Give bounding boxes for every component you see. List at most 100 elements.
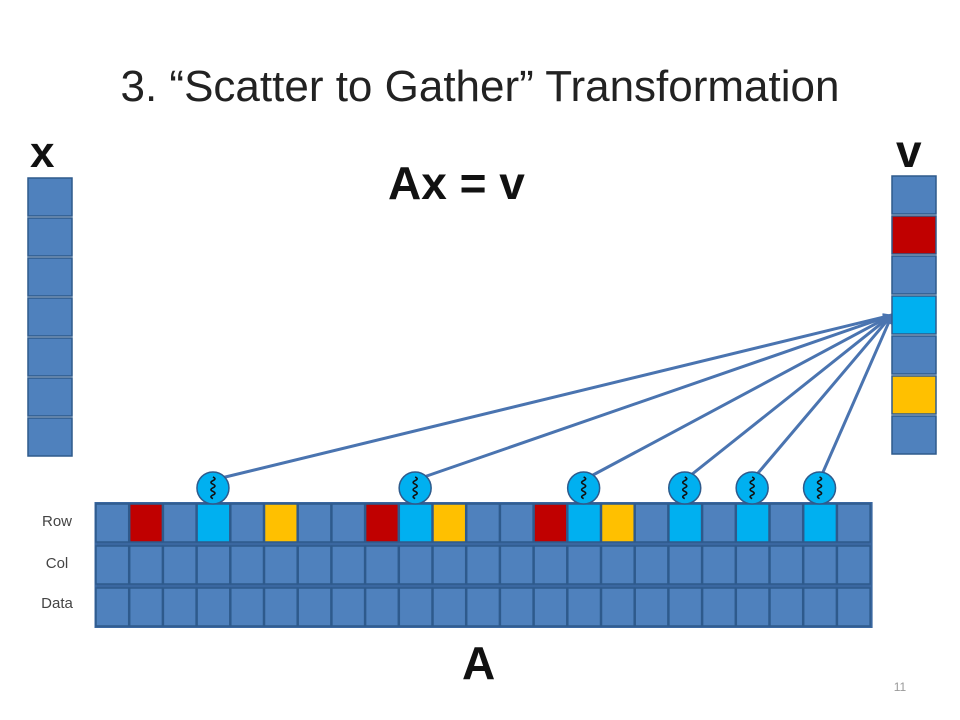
col-cell <box>735 545 770 585</box>
row-cell <box>735 503 770 543</box>
data-cell <box>567 587 602 627</box>
row-cell <box>398 503 433 543</box>
row-cell <box>331 503 366 543</box>
data-label: Data <box>41 595 73 612</box>
col-cell <box>634 545 669 585</box>
x-vector <box>27 177 73 457</box>
row-cell <box>128 503 164 543</box>
col-cell <box>162 545 197 585</box>
col-cell <box>701 545 737 585</box>
slide-title: 3. “Scatter to Gather” Transformation <box>120 62 840 111</box>
v-vector <box>891 175 937 455</box>
thread-icon <box>196 471 230 505</box>
col-cell <box>364 545 400 585</box>
col-cell <box>836 545 871 585</box>
x-vector-label: x <box>30 128 55 177</box>
data-cell <box>162 587 197 627</box>
col-cell <box>230 545 265 585</box>
row-cell <box>668 503 703 543</box>
gather-arrow <box>582 313 893 482</box>
col-cell <box>802 545 838 585</box>
data-cell <box>128 587 164 627</box>
col-cell <box>297 545 332 585</box>
row-label: Row <box>41 513 72 530</box>
thread-icon <box>668 471 702 505</box>
col-cell <box>533 545 568 585</box>
col-cell <box>331 545 366 585</box>
data-cell <box>668 587 703 627</box>
col-cell <box>263 545 298 585</box>
x-vector-cell <box>27 217 73 257</box>
data-cell <box>196 587 231 627</box>
matrix-a-label: A <box>462 637 496 689</box>
data-cell <box>364 587 400 627</box>
row-cell <box>499 503 534 543</box>
row-cell <box>634 503 669 543</box>
row-cell <box>263 503 298 543</box>
row-cell <box>769 503 804 543</box>
row-cell <box>465 503 501 543</box>
thread-icon <box>398 471 432 505</box>
x-vector-cell <box>27 257 73 297</box>
x-vector-cell <box>27 377 73 417</box>
gather-arrow <box>212 313 893 482</box>
data-cell <box>836 587 871 627</box>
row-cell <box>567 503 602 543</box>
row-cell <box>600 503 635 543</box>
arrows-layer <box>212 313 894 482</box>
v-vector-cell <box>891 415 937 455</box>
col-cell <box>398 545 433 585</box>
col-cell <box>567 545 602 585</box>
col-cell <box>95 545 130 585</box>
data-cell <box>297 587 332 627</box>
v-vector-cell <box>891 295 937 335</box>
row-cell <box>364 503 400 543</box>
row-cell <box>230 503 265 543</box>
x-vector-cell <box>27 297 73 337</box>
data-cell <box>634 587 669 627</box>
v-vector-cell <box>891 375 937 415</box>
row-cell <box>162 503 197 543</box>
row-cell <box>836 503 871 543</box>
v-vector-cell <box>891 215 937 255</box>
data-cell <box>600 587 635 627</box>
x-vector-cell <box>27 337 73 377</box>
v-vector-label: v <box>896 125 922 177</box>
row-cell <box>196 503 231 543</box>
row-cell <box>533 503 568 543</box>
gather-arrow <box>818 314 894 481</box>
gather-arrow <box>414 313 893 482</box>
thread-icon <box>566 471 601 505</box>
col-cell <box>600 545 635 585</box>
data-cell <box>735 587 770 627</box>
data-cell <box>802 587 838 627</box>
equation: Ax = v <box>388 157 525 209</box>
gather-arrow <box>751 314 894 481</box>
v-vector-cell <box>891 255 937 295</box>
col-cell <box>128 545 164 585</box>
x-vector-cell <box>27 177 73 217</box>
data-cell <box>499 587 534 627</box>
data-cell <box>533 587 568 627</box>
col-cell <box>668 545 703 585</box>
col-cell <box>465 545 501 585</box>
row-cell <box>802 503 838 543</box>
col-cell <box>432 545 467 585</box>
data-cell <box>432 587 467 627</box>
data-cell <box>263 587 298 627</box>
col-cell <box>499 545 534 585</box>
threads-layer <box>196 471 837 505</box>
col-cell <box>769 545 804 585</box>
v-vector-cell <box>891 335 937 375</box>
col-cell <box>196 545 231 585</box>
x-vector-cell <box>27 417 73 457</box>
data-cell <box>769 587 804 627</box>
row-cell <box>701 503 737 543</box>
matrix-a <box>94 502 873 628</box>
data-cell <box>230 587 265 627</box>
data-cell <box>331 587 366 627</box>
thread-icon <box>802 471 837 505</box>
data-cell <box>398 587 433 627</box>
thread-icon <box>735 471 769 505</box>
